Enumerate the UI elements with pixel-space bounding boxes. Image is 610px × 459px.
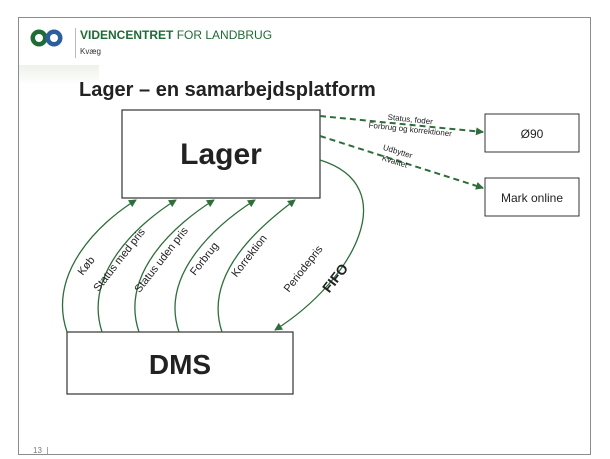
dms-label: DMS (149, 349, 211, 380)
mark-online-label: Mark online (501, 191, 563, 205)
mark-online-box (484, 177, 580, 217)
flow-forbrug (174, 199, 256, 333)
o90-label: Ø90 (521, 127, 544, 141)
flow-label-koeb: Køb (76, 255, 98, 278)
videncentret-logo (30, 29, 63, 47)
header-band (19, 65, 99, 85)
flow-label-periodepris: Periodepris (282, 243, 326, 295)
flow-diagram: Lager DMS Ø90 Mark online Status, foder … (61, 109, 580, 395)
page-number: 13 (33, 446, 42, 455)
org-name: VIDENCENTRET FOR LANDBRUG (80, 28, 272, 42)
flow-label-forbrug: Forbrug (188, 240, 221, 278)
edge-lager-to-o90 (319, 115, 484, 136)
org-name-bold: VIDENCENTRET (80, 28, 174, 42)
lager-box (121, 109, 321, 199)
slide: VIDENCENTRET FOR LANDBRUG Kvæg Lager – e… (18, 17, 591, 455)
fifo-label: FIFO (319, 260, 351, 295)
dms-box (66, 331, 294, 395)
slide-footer: 13 | (33, 446, 49, 455)
flow-status-uden-pris (134, 199, 215, 333)
o90-box (484, 113, 580, 153)
flow-periodepris (274, 159, 365, 331)
department-name: Kvæg (80, 47, 101, 56)
page-separator: | (46, 446, 49, 455)
brand-divider (75, 28, 76, 58)
flow-koeb (61, 199, 137, 333)
edge-lager-to-mark-online (319, 135, 484, 190)
slide-title: Lager – en samarbejdsplatform (79, 79, 376, 101)
flow-korrektion (217, 199, 296, 333)
flow-status-med-pris (97, 199, 177, 333)
org-name-rest: FOR LANDBRUG (176, 28, 273, 42)
lager-label: Lager (180, 138, 262, 171)
